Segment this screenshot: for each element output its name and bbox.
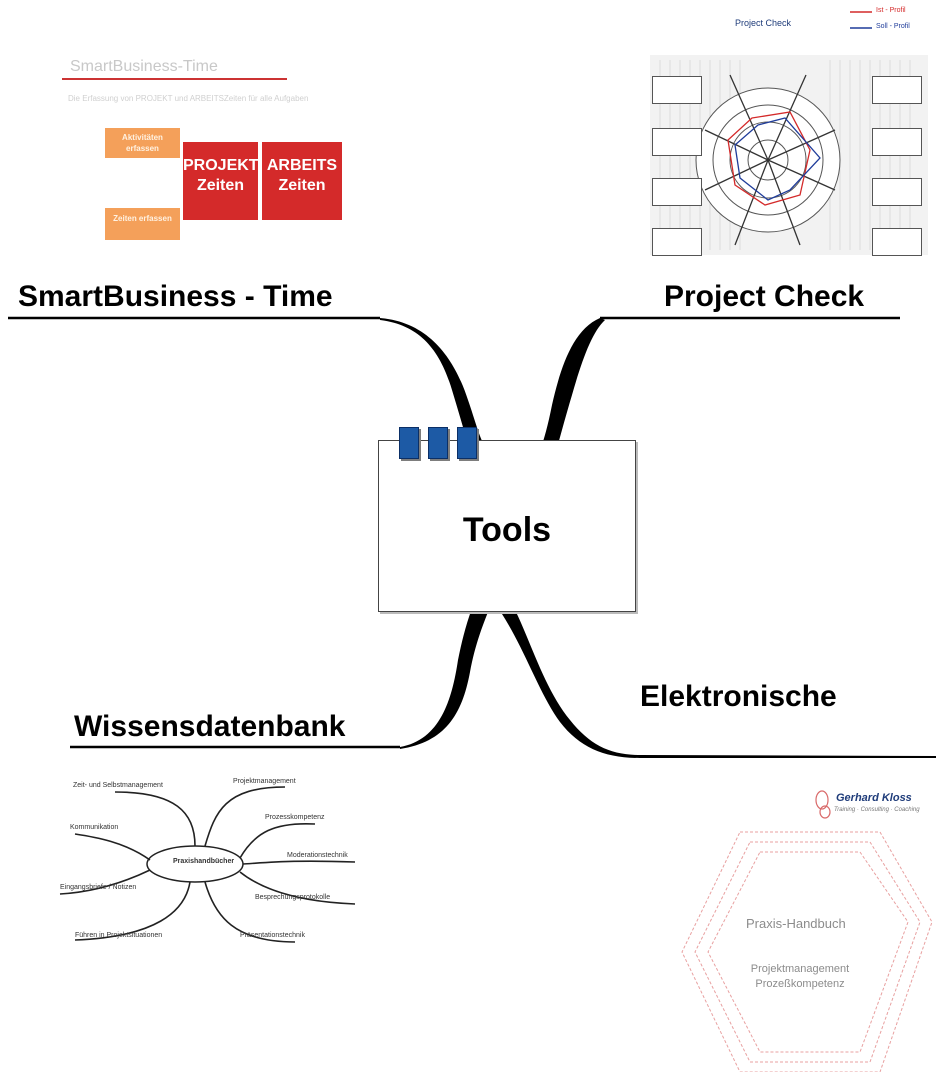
central-topic-label: Tools xyxy=(462,511,552,549)
red-box-arbeits-line2: Zeiten xyxy=(278,177,326,194)
mini-mindmap-label: Zeit- und Selbstmanagement xyxy=(73,782,163,789)
legend-soll: Soll - Profil xyxy=(876,23,910,30)
pc-box xyxy=(872,178,922,206)
branch-label-smartbusiness-time: SmartBusiness - Time xyxy=(18,280,333,313)
wissensdatenbank-thumbnail: Praxishandbücher Zeit- und Selbstmanagem… xyxy=(55,772,375,952)
branch-top-right xyxy=(540,318,605,450)
node-tab-icon xyxy=(399,427,419,459)
branch-label-project-check: Project Check xyxy=(664,280,865,313)
legend-ist: Ist - Profil xyxy=(876,7,906,14)
node-tab-icon xyxy=(428,427,448,459)
praxis-handbuch-thumbnail: Gerhard Kloss Training · Consulting · Co… xyxy=(670,772,935,1072)
central-topic-node[interactable]: Tools xyxy=(378,427,636,612)
brand-name: Gerhard Kloss xyxy=(836,792,912,804)
red-box-arbeits: ARBEITS Zeiten xyxy=(262,142,342,220)
pc-box xyxy=(652,128,702,156)
mini-mindmap-center: Praxishandbücher xyxy=(173,858,235,865)
branch-label-wissensdatenbank: Wissensdatenbank xyxy=(74,710,346,743)
pc-box xyxy=(872,128,922,156)
node-tab-icon xyxy=(457,427,477,459)
mini-mindmap-label: Eingangsbriefe / Notizen xyxy=(60,884,137,891)
branch-label-elektronische: Elektronische xyxy=(640,680,837,713)
mini-mindmap-label: Führen in Projektsituationen xyxy=(75,932,163,939)
pc-box xyxy=(652,228,702,256)
orange-box-top: Aktivitäten erfassen xyxy=(105,128,180,158)
mini-mindmap-label: Besprechungsprotokolle xyxy=(255,894,331,901)
thumb-bullet-text: Die Erfassung von PROJEKT und ARBEITSZei… xyxy=(68,94,309,103)
thumb-title: Project Check xyxy=(735,18,792,28)
mini-mindmap-label: Projektmanagement xyxy=(233,778,296,785)
mini-mindmap-label: Prozesskompetenz xyxy=(265,814,325,821)
red-box-arbeits-line1: ARBEITS xyxy=(266,157,338,174)
red-box-projekt-line2: Zeiten xyxy=(196,177,245,194)
mini-mindmap-label: Präsentationstechnik xyxy=(240,932,305,939)
smartbusiness-time-thumbnail: SmartBusiness-Time Die Erfassung von PRO… xyxy=(40,50,370,245)
handbuch-subtitle: Projektmanagement Prozeßkompetenz xyxy=(720,962,880,992)
thumb-title-underline xyxy=(62,78,287,80)
pc-box xyxy=(652,178,702,206)
thumb-title: SmartBusiness-Time xyxy=(70,58,218,75)
pc-box xyxy=(652,76,702,104)
hexagon-cover-graphic xyxy=(681,790,933,1072)
mini-mindmap-graphic xyxy=(59,786,356,943)
pc-box xyxy=(872,228,922,256)
red-box-projekt: PROJEKT Zeiten xyxy=(183,142,259,220)
orange-box-bottom: Zeiten erfassen xyxy=(105,208,180,240)
brand-tagline: Training · Consulting · Coaching xyxy=(834,807,920,813)
mini-mindmap-label: Moderationstechnik xyxy=(287,852,348,859)
handbuch-subtitle-2: Prozeßkompetenz xyxy=(755,978,845,990)
branch-bottom-left xyxy=(400,608,488,749)
project-check-thumbnail: Project Check Ist - Profil Soll - Profil xyxy=(640,0,935,258)
handbuch-subtitle-1: Projektmanagement xyxy=(750,963,850,975)
pc-box xyxy=(872,76,922,104)
red-box-projekt-line1: PROJEKT xyxy=(183,157,259,174)
handbuch-title: Praxis-Handbuch xyxy=(746,916,846,931)
mini-mindmap-label: Kommunikation xyxy=(70,824,119,831)
